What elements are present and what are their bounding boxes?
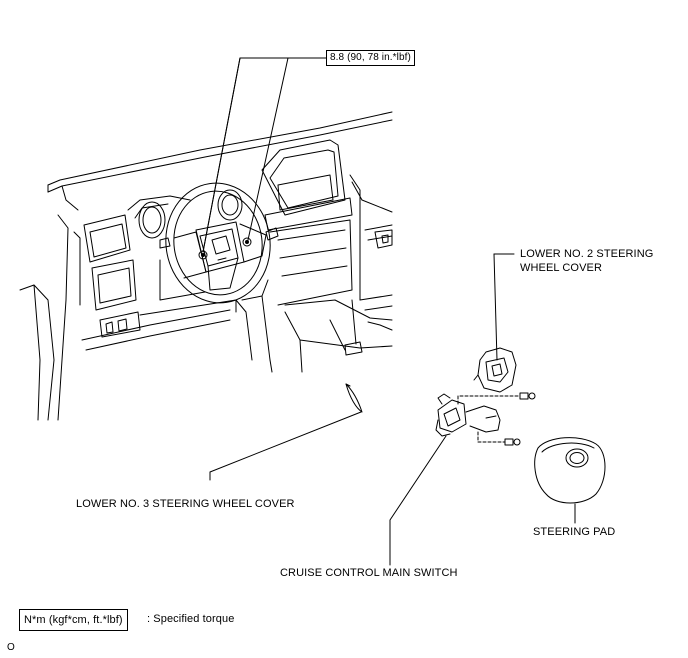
steering-pad-label: STEERING PAD bbox=[533, 526, 616, 538]
torque-legend-symbol: N*m (kgf*cm, ft.*lbf) bbox=[19, 609, 128, 631]
torque-legend-text: : Specified torque bbox=[147, 613, 235, 625]
lower-no2-cover-drawing bbox=[473, 253, 517, 393]
steering-wheel-drawing bbox=[159, 182, 279, 304]
lower-no3-cover-label: LOWER NO. 3 STEERING WHEEL COVER bbox=[76, 498, 295, 510]
dashboard-drawing bbox=[19, 111, 393, 421]
torque-leader-lines bbox=[202, 57, 331, 253]
cruise-switch-label: CRUISE CONTROL MAIN SWITCH bbox=[280, 567, 458, 579]
torque-spec-callout: 8.8 (90, 78 in.*lbf) bbox=[326, 50, 415, 66]
figure-code: O bbox=[7, 642, 15, 653]
cruise-switch-drawing bbox=[389, 392, 536, 566]
lower-no3-cover-drawing bbox=[209, 383, 363, 481]
steering-pad-drawing bbox=[534, 437, 606, 524]
lower-no2-cover-label: LOWER NO. 2 STEERING WHEEL COVER bbox=[520, 248, 654, 274]
